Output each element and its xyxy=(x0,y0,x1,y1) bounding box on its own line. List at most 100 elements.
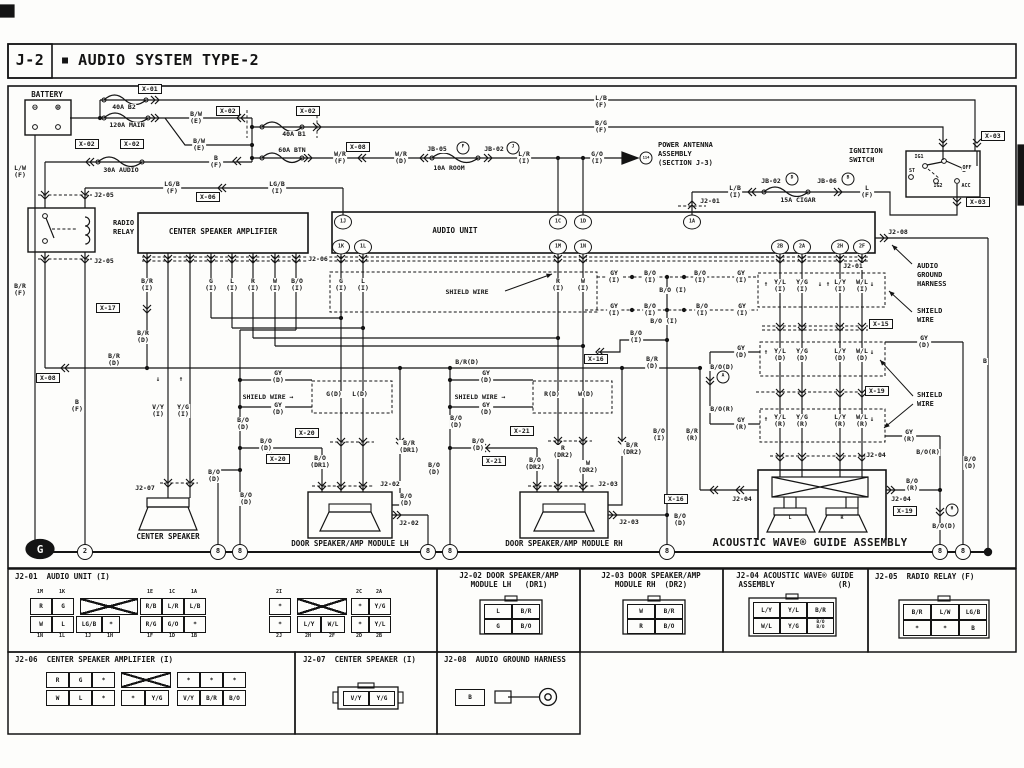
wire-label: W/L (I) xyxy=(855,278,869,293)
pinout-cell: R/G xyxy=(140,616,162,633)
connector-box: X-21 xyxy=(482,456,506,466)
wire-label: B/O (D) xyxy=(471,437,485,452)
wire-label: 2F xyxy=(327,633,337,639)
wire-label: B/O (I) xyxy=(649,317,679,325)
wire-label: W/R (F) xyxy=(333,150,347,165)
connector-box: X-17 xyxy=(96,303,120,313)
wire-label: G (I) xyxy=(204,277,218,292)
wire-label: 40A B2 xyxy=(111,103,137,111)
wire-label: J2-04 ACOUSTIC WAVE® GUIDE xyxy=(735,571,855,580)
pinout-cell: * xyxy=(269,598,291,615)
wire-label: J2-03 xyxy=(597,480,619,488)
wire-label: B/O (I) xyxy=(652,427,666,442)
wire-label: Y/L (D) xyxy=(773,347,787,362)
wire-label: J2-02 DOOR SPEAKER/AMP xyxy=(458,571,560,580)
wire-label: B (F) xyxy=(70,398,84,413)
wire-label: DOOR SPEAKER/AMP MODULE LH xyxy=(290,539,410,548)
wire-label: GROUND xyxy=(916,271,944,279)
wire-label: B/O (D) xyxy=(259,437,273,452)
wire-label: 2I xyxy=(274,589,284,595)
pinout-cell: G/O xyxy=(162,616,184,633)
wire-label: JB-05 xyxy=(426,145,448,153)
ground-point: 2 xyxy=(77,544,93,560)
circled-ref: F xyxy=(456,141,470,155)
wire-label: 1H xyxy=(105,633,115,639)
wire-label: CENTER SPEAKER xyxy=(135,532,201,541)
title-text: AUDIO SYSTEM TYPE-2 xyxy=(78,51,260,69)
wire-label: WIRE xyxy=(916,400,935,408)
wire-label: 2B xyxy=(374,633,384,639)
pinout-cell xyxy=(297,598,347,615)
wire-label: L(D) xyxy=(351,390,369,398)
wire-label: L/B (F) xyxy=(594,94,608,109)
wire-label: ↓ xyxy=(869,280,875,288)
wire-label: ↑ xyxy=(763,348,769,356)
pinout-cell: B/O xyxy=(223,690,246,706)
circled-ref: 114 xyxy=(639,151,653,165)
wire-label: ↑ xyxy=(763,415,769,423)
connector-box: X-16 xyxy=(664,494,688,504)
ground-point: 8 xyxy=(932,544,948,560)
connector-box: X-08 xyxy=(36,373,60,383)
pinout-cell: L xyxy=(69,690,92,706)
wire-label: J2-01 AUDIO UNIT (I) xyxy=(14,572,111,581)
pinout-cell xyxy=(80,598,138,615)
circled-ref: D xyxy=(785,172,799,186)
wire-label: W/R (D) xyxy=(394,150,408,165)
connector-box: X-01 xyxy=(138,84,162,94)
pinout-cell: Y/L xyxy=(780,602,807,618)
wire-label: AUDIO xyxy=(916,262,940,270)
wire-label: GY (D) xyxy=(734,344,748,359)
wire-label: J2-02 xyxy=(398,519,420,527)
wire-label: Y/L (R) xyxy=(773,413,787,428)
wire-label: 1C xyxy=(167,589,177,595)
wire-label: ⊕ xyxy=(54,103,62,113)
pinout-cell: L/B xyxy=(184,598,206,615)
pinout-cell: * xyxy=(223,672,246,688)
wire-label: W (I) xyxy=(268,277,282,292)
wire-label: GY (D) xyxy=(271,369,285,384)
wire-label: SHIELD WIRE xyxy=(444,288,490,296)
pinout-cell: B/R xyxy=(807,602,834,618)
connector-box: X-15 xyxy=(869,319,893,329)
wire-label: B xyxy=(982,357,988,365)
wire-label: B/O (D) xyxy=(963,455,977,470)
circled-ref: B xyxy=(841,172,855,186)
wire-label: L (F) xyxy=(860,184,874,199)
connector-box: X-16 xyxy=(584,354,608,364)
wire-label: B/W (E) xyxy=(192,137,206,152)
wire-label: 2J xyxy=(274,633,284,639)
pinout-cell: L xyxy=(484,604,512,619)
wire-label: Y/G (I) xyxy=(795,278,809,293)
pinout-cell: * xyxy=(269,616,291,633)
svg-text:G: G xyxy=(37,543,44,556)
pinout-cell: V/Y xyxy=(343,691,369,706)
pinout-cell: B/O xyxy=(512,619,540,634)
pinout-cell: Y/G xyxy=(145,690,169,706)
wire-label: OFF xyxy=(961,165,973,171)
wire-label: GY (I) xyxy=(735,302,749,317)
pinout-cell: Y/G xyxy=(780,618,807,634)
connector-box: X-19 xyxy=(865,386,889,396)
pinout-cell: B xyxy=(959,620,987,636)
wire-label: 40A B1 xyxy=(281,130,307,138)
wire-label: B/O (I) xyxy=(693,269,707,284)
pinout-cell: B/O B/O xyxy=(807,618,834,634)
wire-label: B/R (R) xyxy=(685,427,699,442)
wire-label: B/R(D) xyxy=(454,358,480,366)
wire-label: J2-04 xyxy=(731,495,753,503)
wire-label: B/O(D) xyxy=(931,522,957,530)
wire-label: B/O (D) xyxy=(399,492,413,507)
wire-label: IG2 xyxy=(932,183,944,189)
ground-point: 8 xyxy=(420,544,436,560)
wire-label: JB-02 xyxy=(760,177,782,185)
wire-label: J2-06 xyxy=(307,255,329,263)
pinout-cell: W xyxy=(46,690,69,706)
wire-label: SWITCH xyxy=(848,156,876,164)
wire-label: J2-05 xyxy=(93,191,115,199)
pin-circle: 1C xyxy=(549,214,567,230)
wire-label: 30A AUDIO xyxy=(102,166,140,174)
wire-label: JB-06 xyxy=(816,177,838,185)
wire-label: R(D) xyxy=(543,390,561,398)
